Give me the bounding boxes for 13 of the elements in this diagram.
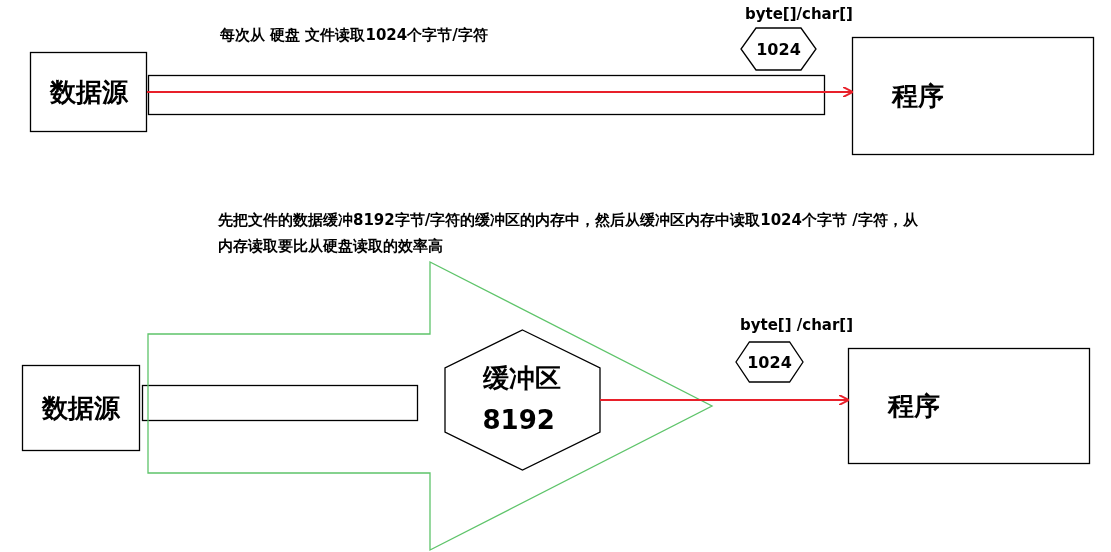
node-label: 1024 [746, 352, 793, 372]
node-label: 缓冲区 8192 [482, 362, 562, 437]
note-text: 先把文件的数据缓冲8192字节/字符的缓冲区的内存中，然后从缓冲区内存中读取1024个字节 /字符，从内存读取要比从硬盘读取的效率高 [218, 210, 918, 258]
note-text: 每次从 硬盘 文件读取1024个字节/字符 [220, 25, 489, 46]
node-label: 1024 [755, 39, 802, 59]
arrow [147, 86, 854, 98]
type-label: byte[] /char[] [740, 316, 854, 334]
node-label: 数据源 [40, 391, 121, 425]
node-label: 程序 [892, 79, 944, 113]
type-label: byte[]/char[] [745, 5, 853, 23]
node-label: 程序 [888, 389, 940, 423]
arrow [600, 394, 850, 406]
node-label: 数据源 [48, 75, 129, 109]
